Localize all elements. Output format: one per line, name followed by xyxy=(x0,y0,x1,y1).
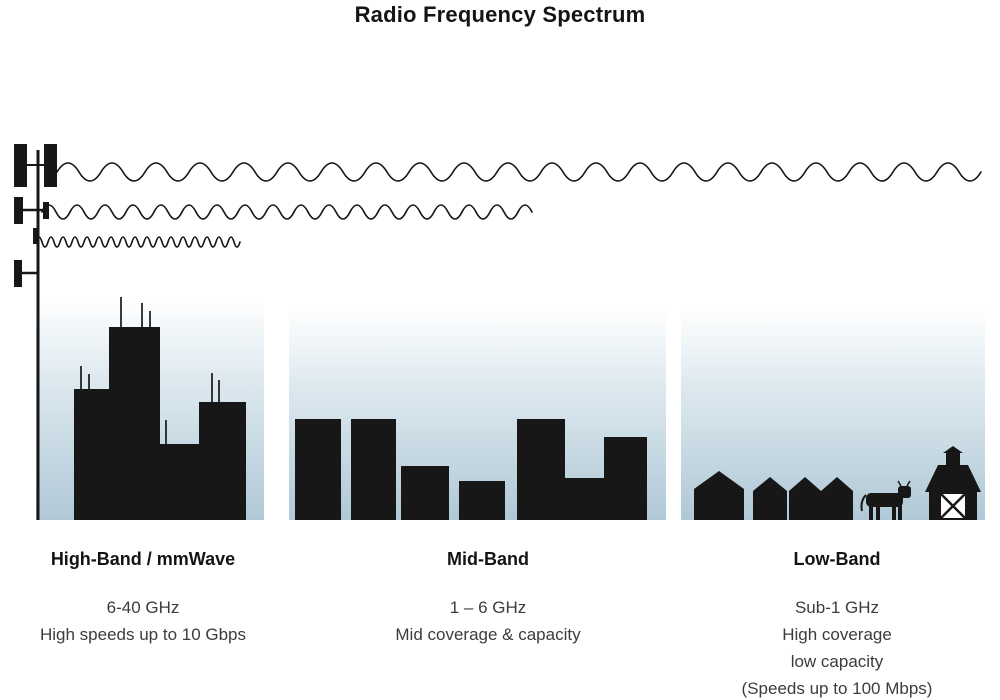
midband-label-block: Mid-Band 1 – 6 GHz Mid coverage & capaci… xyxy=(328,548,648,648)
long-wave-icon xyxy=(56,162,982,182)
medium-wave-icon xyxy=(41,204,533,220)
barn-icon xyxy=(925,446,981,520)
highband-city-silhouette xyxy=(74,297,246,520)
highband-label-block: High-Band / mmWave 6-40 GHz High speeds … xyxy=(8,548,278,648)
band-detail: (Speeds up to 100 Mbps) xyxy=(741,679,933,698)
band-detail: low capacity xyxy=(790,652,884,671)
cow-icon xyxy=(860,480,911,520)
diagram-title: Radio Frequency Spectrum xyxy=(354,2,646,27)
band-name-high: High-Band / mmWave xyxy=(50,549,236,569)
house-icon xyxy=(753,477,787,520)
house-icon xyxy=(789,477,821,520)
house-icon xyxy=(694,471,744,520)
lowband-label-block: Low-Band Sub-1 GHz High coverage low cap… xyxy=(677,548,997,700)
band-detail: High speeds up to 10 Gbps xyxy=(39,625,247,644)
band-detail: High coverage xyxy=(782,625,892,644)
spectrum-scene xyxy=(14,144,985,520)
short-wave-icon xyxy=(35,236,241,248)
house-icon xyxy=(821,477,853,520)
rooftop-antenna-icons xyxy=(80,297,220,445)
band-frequency-high: 6-40 GHz xyxy=(106,598,180,617)
band-detail: Mid coverage & capacity xyxy=(395,625,581,644)
band-frequency-mid: 1 – 6 GHz xyxy=(449,598,527,617)
lowband-rural-silhouette xyxy=(694,446,981,520)
band-name-mid: Mid-Band xyxy=(447,549,529,569)
cell-tower-icon xyxy=(14,144,57,520)
band-name-low: Low-Band xyxy=(793,549,881,569)
band-frequency-low: Sub-1 GHz xyxy=(794,598,880,617)
radio-waves xyxy=(35,162,982,248)
midband-buildings-silhouette xyxy=(295,419,647,520)
